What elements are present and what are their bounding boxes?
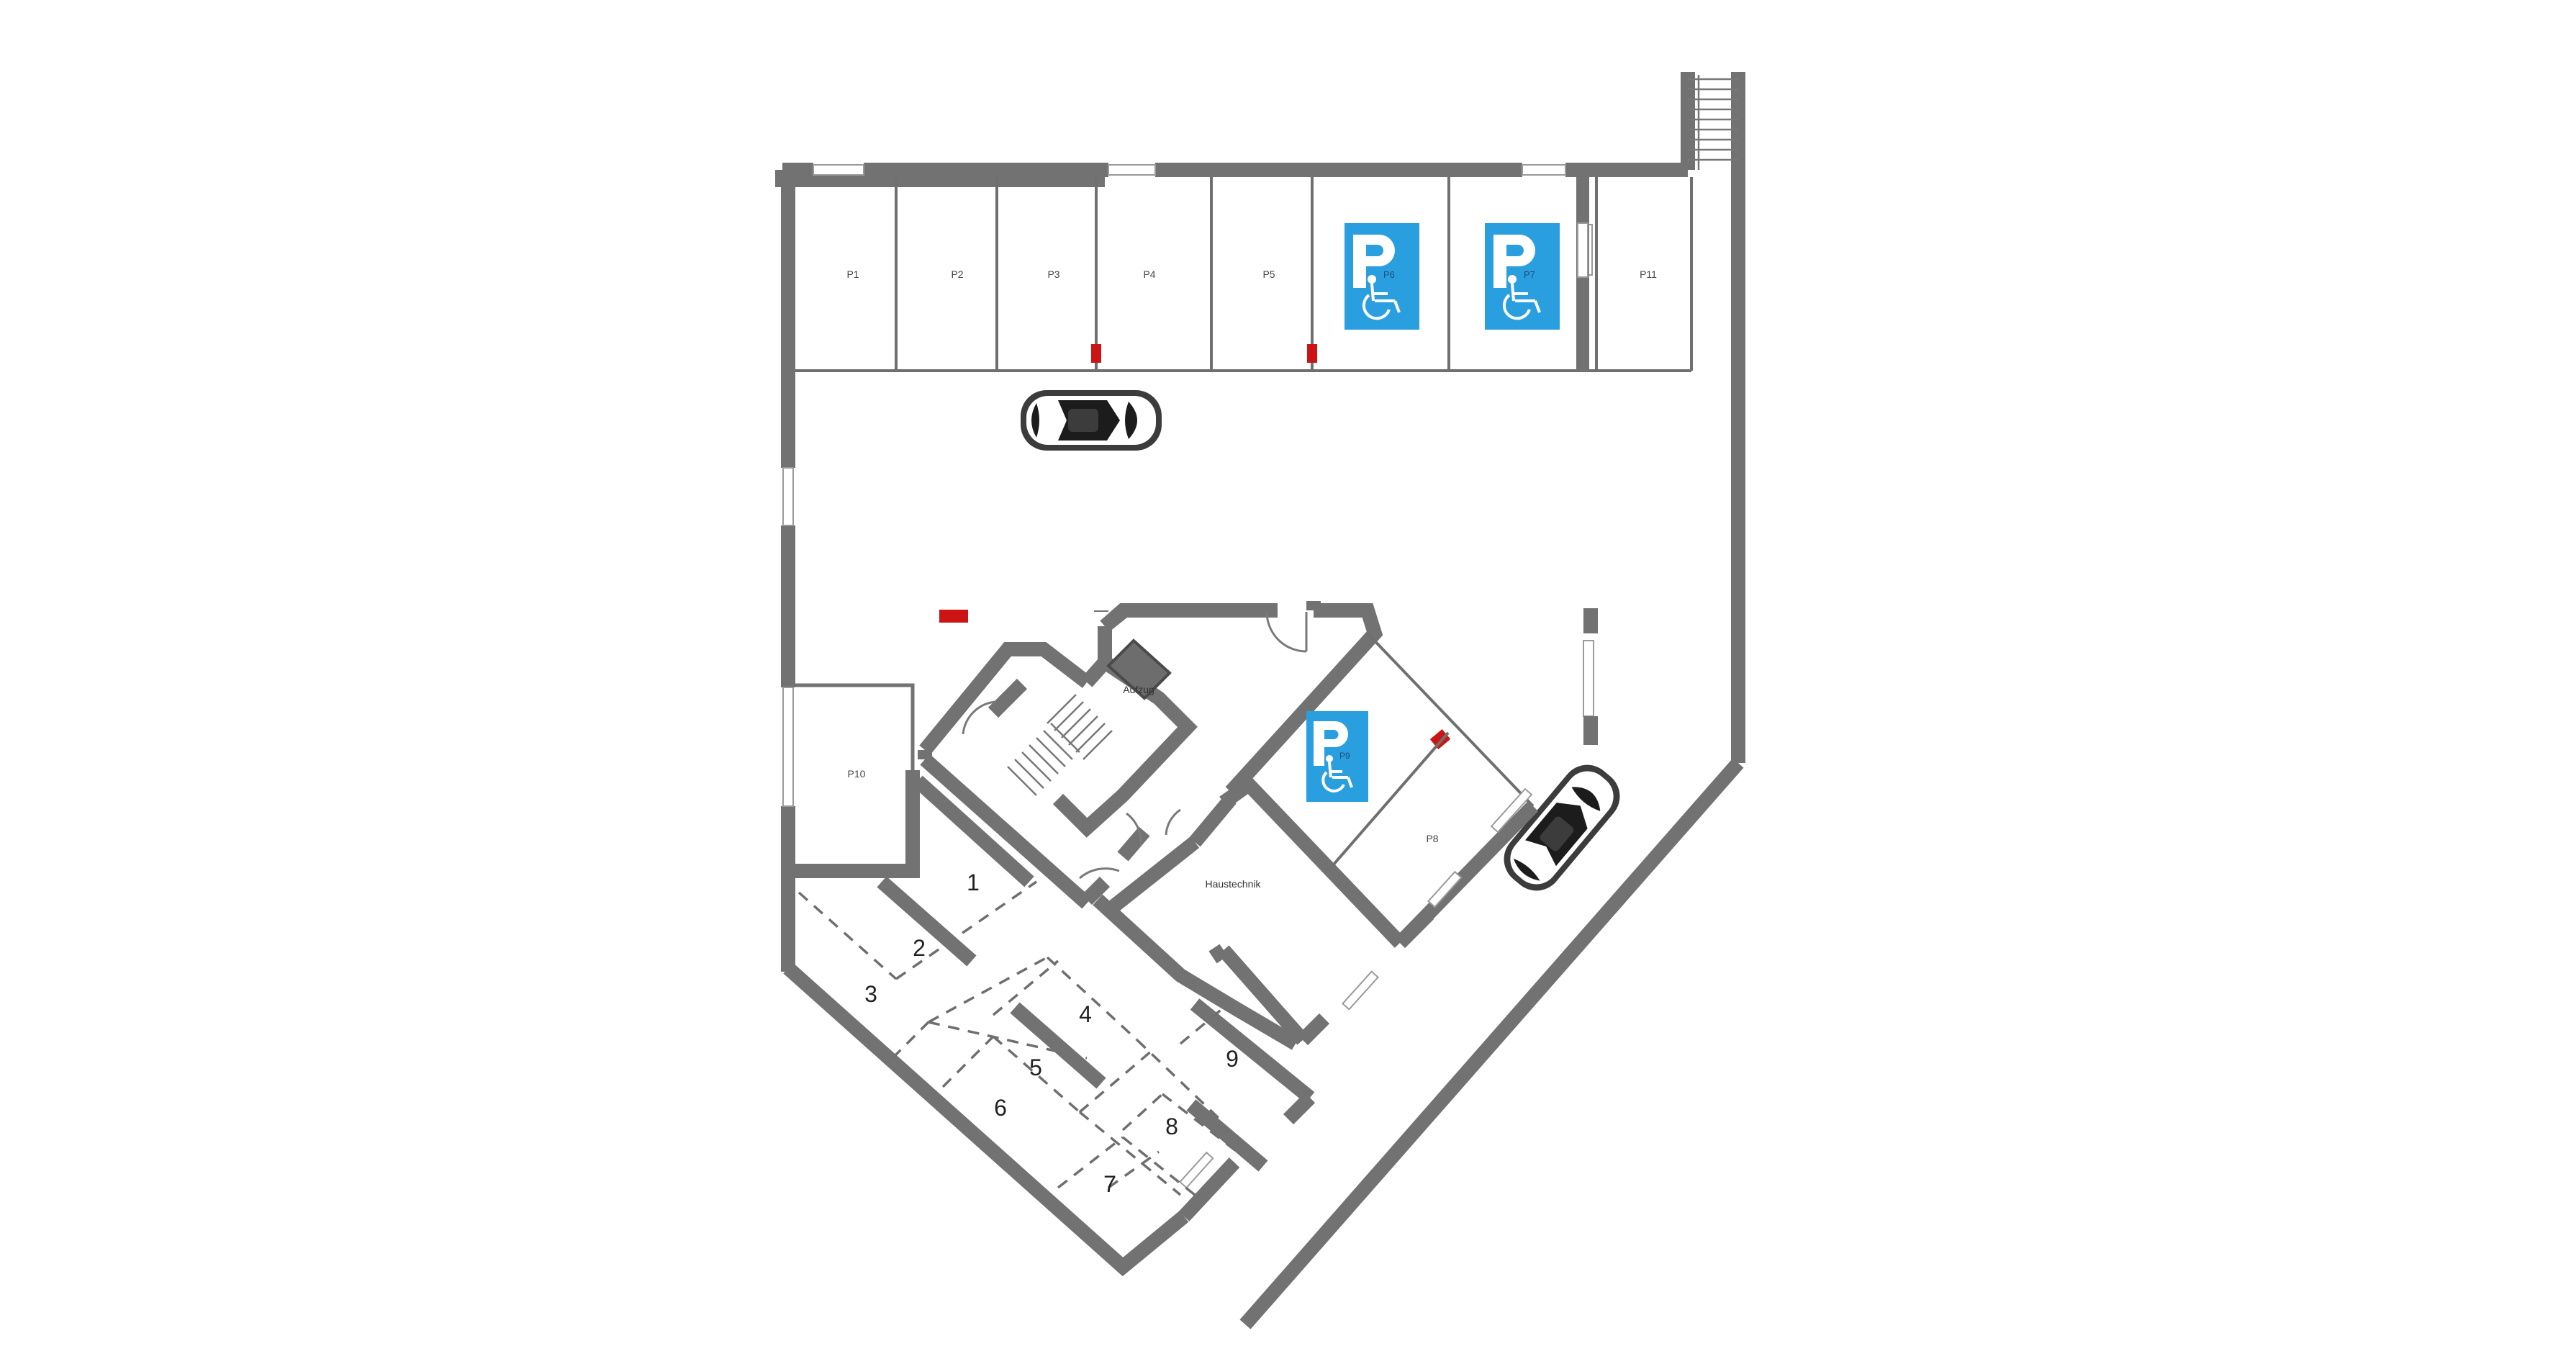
car-topview-icon [1504,764,1620,891]
windows [782,164,1594,807]
storage-lot-7: 7 [1103,1171,1116,1197]
outer-walls [775,72,1745,1329]
storage-lot-6: 6 [994,1095,1007,1121]
doors [962,611,1308,880]
storage-lot-1: 1 [967,870,980,895]
bay-label-p5: P5 [1262,268,1275,280]
storage-lot-4: 4 [1079,1001,1092,1027]
bay-label-p6: P6 [1383,269,1395,280]
bay-label-p2: P2 [951,268,963,280]
bay-label-p1: P1 [846,268,859,280]
top-parking-row [795,177,1693,372]
bay-label-p4: P4 [1143,268,1155,280]
car-topview-icon [1021,390,1162,451]
storage-lot-3: 3 [864,981,877,1007]
p10-bay [792,683,920,878]
staircase-icon [1007,694,1113,796]
room-label-elevator: Aufzug [1123,684,1154,695]
bay-label-p10: P10 [848,768,866,780]
storage-lot-8: 8 [1165,1114,1178,1139]
room-label-technical: Haustechnik [1205,878,1261,890]
marker [939,610,968,623]
central-core-walls [913,601,1434,1221]
marker [1091,344,1101,363]
marker [1307,344,1317,363]
elevator [1106,638,1172,700]
storage-lots [797,876,1243,1196]
p8-p9-bays [1179,608,1598,1189]
storage-lot-5: 5 [1029,1054,1042,1080]
wheelchair-parking-icon: P7 [1485,223,1560,330]
wheelchair-parking-icon: P6 [1345,223,1419,330]
bay-label-p3: P3 [1047,268,1059,280]
storage-lot-2: 2 [913,935,926,961]
bay-label-p9: P9 [1339,751,1350,761]
bay-label-p7: P7 [1524,269,1535,280]
wheelchair-parking-icon: P9 [1306,711,1368,802]
storage-lot-9: 9 [1226,1046,1239,1072]
bay-label-p8: P8 [1426,833,1438,844]
staircase-icon [1688,75,1738,170]
bay-label-p11: P11 [1640,268,1657,280]
